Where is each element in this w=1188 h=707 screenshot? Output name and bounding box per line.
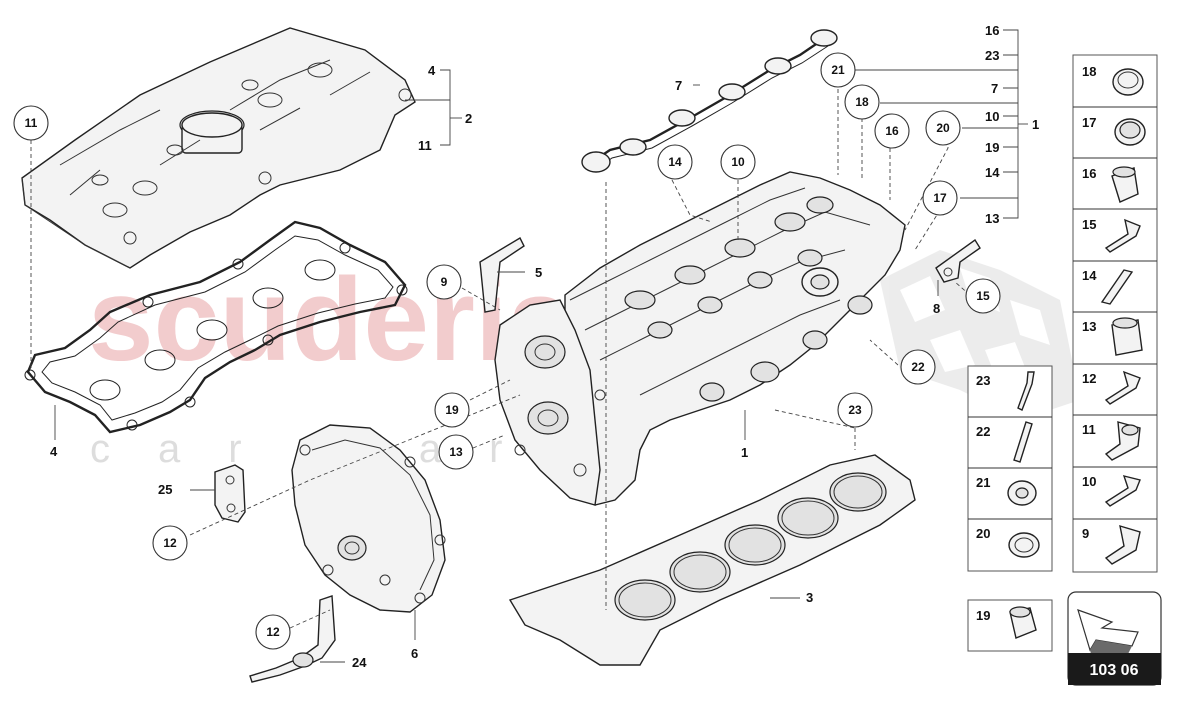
legend-16: 16 (1082, 166, 1096, 181)
callout-12-upper: 12 (163, 536, 177, 550)
label-11: 11 (418, 138, 432, 153)
legend-20: 20 (976, 526, 990, 541)
label-25: 25 (158, 482, 172, 497)
label-8: 8 (933, 301, 940, 316)
legend-15: 15 (1082, 217, 1096, 232)
arrow-icon (1077, 609, 1139, 652)
cap-icon (1112, 68, 1144, 96)
callout-18: 18 (855, 95, 869, 109)
intake-gasket-strip (581, 29, 838, 173)
bracket-part-8 (935, 238, 981, 283)
page-reference-box[interactable]: 103 06 (1067, 591, 1162, 686)
label-5: 5 (535, 265, 542, 280)
label-4-top: 4 (428, 63, 436, 78)
cover-gasket (24, 220, 408, 434)
callout-13: 13 (449, 445, 463, 459)
head-gasket (508, 454, 916, 666)
bracket-part-5 (479, 237, 525, 313)
label-1: 1 (741, 445, 748, 460)
leader-lines (30, 69, 1018, 663)
parts-legend-left: 23 22 21 20 (967, 365, 1053, 572)
callout-19: 19 (445, 403, 459, 417)
timing-cover (291, 424, 446, 613)
callout-16: 16 (885, 124, 899, 138)
cylinder-head (494, 171, 906, 506)
parent-bracket: 16 23 7 10 19 14 13 1 (985, 23, 1039, 226)
callout-17: 17 (933, 191, 947, 205)
page-code: 103 06 (1090, 662, 1139, 679)
callout-22: 22 (911, 360, 925, 374)
seal-icon (1008, 532, 1040, 558)
callouts: 11 21 18 16 20 14 10 17 9 15 22 19 13 23… (13, 52, 1001, 650)
label-24: 24 (352, 655, 367, 670)
bracket-item-1: 23 (985, 48, 999, 63)
legend-19: 19 (976, 608, 990, 623)
legend-21: 21 (976, 475, 990, 490)
plate-part-25 (214, 464, 246, 523)
label-6: 6 (411, 646, 418, 661)
callout-12-lower: 12 (266, 625, 280, 639)
callout-11: 11 (25, 116, 38, 130)
hex-bolt-icon (1104, 370, 1141, 405)
part-19-box: 19 (967, 599, 1053, 652)
legend-13: 13 (1082, 319, 1096, 334)
bracket-item-3: 10 (985, 109, 999, 124)
callout-9: 9 (441, 275, 448, 289)
cylinder-head-cover (21, 27, 416, 269)
bracket-item-5: 14 (985, 165, 1000, 180)
callout-20: 20 (936, 121, 950, 135)
label-2: 2 (465, 111, 472, 126)
bracket-item-4: 19 (985, 140, 999, 155)
legend-14: 14 (1082, 268, 1097, 283)
stud-icon (1013, 421, 1033, 463)
label-3: 3 (806, 590, 813, 605)
long-bolt-icon (1017, 371, 1035, 411)
bracket-parent-label: 1 (1032, 117, 1039, 132)
pin-icon (1100, 269, 1134, 305)
bracket-item-0: 16 (985, 23, 999, 38)
legend-18: 18 (1082, 64, 1096, 79)
label-4-bottom: 4 (50, 444, 58, 459)
bolt-10-icon (1104, 475, 1141, 507)
legend-12: 12 (1082, 371, 1096, 386)
callout-23: 23 (848, 403, 862, 417)
legend-10: 10 (1082, 474, 1096, 489)
plug-bolt-icon (1104, 524, 1141, 565)
bolt-icon (1104, 218, 1141, 253)
parts-legend-right: 18 17 16 15 14 13 12 11 10 9 (1072, 54, 1158, 573)
bracket-item-6: 13 (985, 211, 999, 226)
labels: 4 2 11 7 5 8 4 1 25 3 6 24 (50, 63, 940, 670)
callout-21: 21 (831, 63, 845, 77)
callout-10: 10 (731, 155, 745, 169)
guide-rail-part-24 (249, 595, 336, 683)
legend-17: 17 (1082, 115, 1096, 130)
bracket-item-2: 7 (991, 81, 998, 96)
legend-9: 9 (1082, 526, 1089, 541)
label-7: 7 (675, 78, 682, 93)
legend-11: 11 (1082, 422, 1096, 437)
legend-23: 23 (976, 373, 990, 388)
callout-15: 15 (976, 289, 990, 303)
callout-14: 14 (668, 155, 682, 169)
legend-22: 22 (976, 424, 990, 439)
